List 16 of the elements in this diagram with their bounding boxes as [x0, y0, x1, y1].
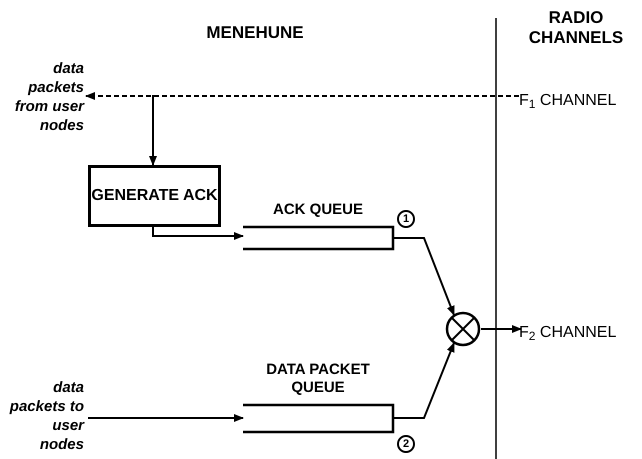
channel-label: F$_{2}$ CHANNEL [519, 318, 641, 348]
process-box: GENERATE ACK [88, 165, 221, 227]
multiplexer-symbol [445, 311, 481, 347]
queue-label: ACK QUEUE [272, 201, 364, 219]
arrow [393, 342, 455, 419]
arrow [481, 325, 522, 333]
queue-label: DATA PACKET QUEUE [265, 361, 371, 397]
arrow [152, 227, 244, 240]
section-heading: MENEHUNE [205, 22, 305, 44]
section-heading: RADIO CHANNELS [528, 8, 624, 48]
flow-label: data packets to user nodes [4, 376, 84, 456]
flow-label: data packets from user nodes [4, 50, 84, 144]
arrow [393, 237, 455, 316]
channel-label: F$_{1}$ CHANNEL [519, 86, 641, 116]
arrow [149, 95, 519, 166]
arrow [88, 414, 244, 422]
